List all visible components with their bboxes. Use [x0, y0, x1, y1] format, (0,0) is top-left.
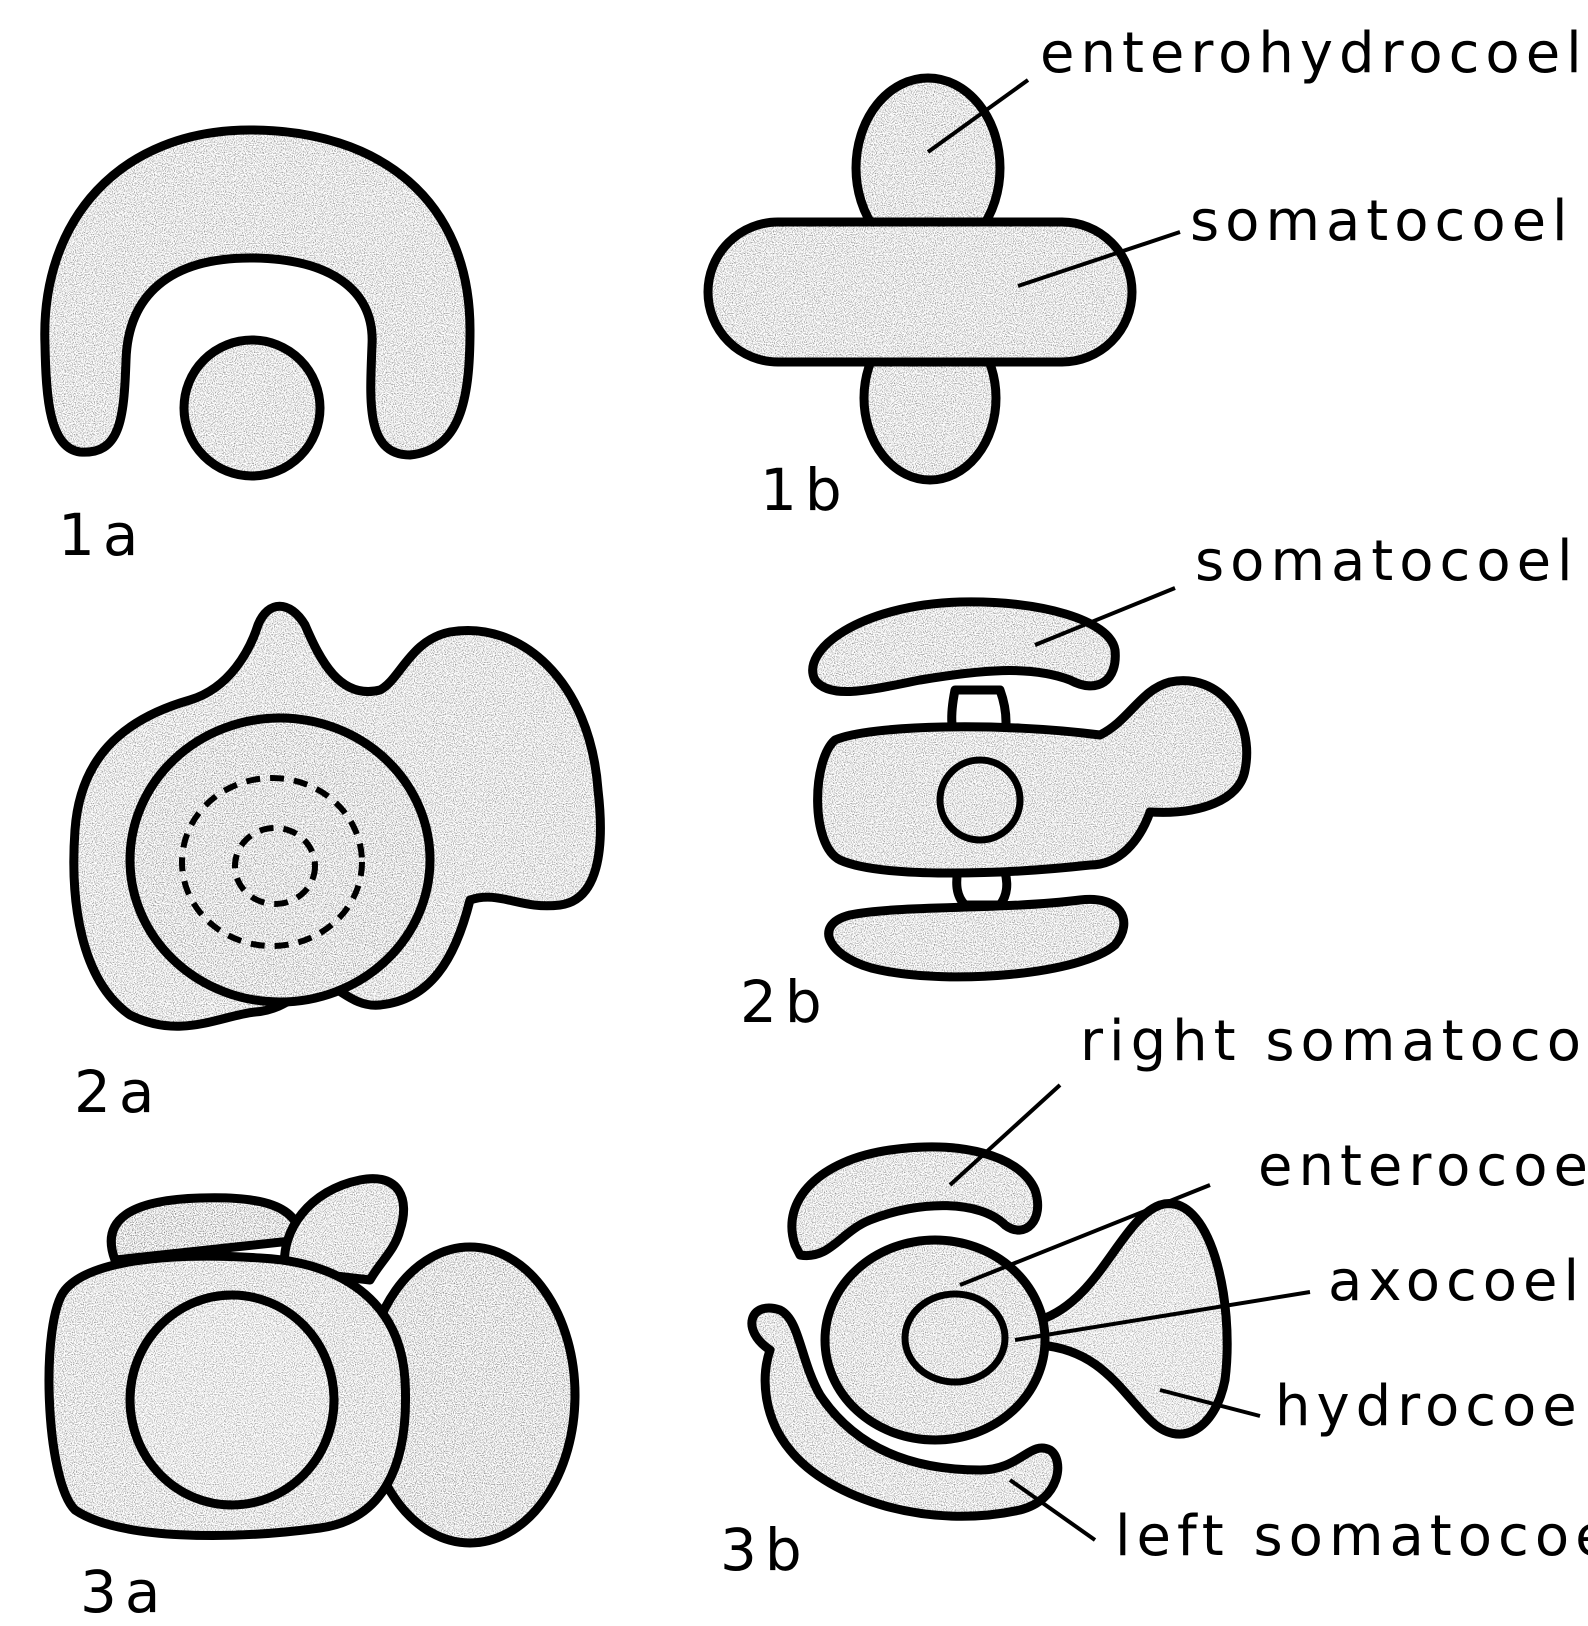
label-somatocoel-1b: somatocoel — [1190, 189, 1574, 254]
label-somatocoel-2b: somatocoel — [1195, 529, 1579, 594]
panel-3b-label: 3b — [720, 1516, 810, 1584]
panel-1b-somatocoel-stipple — [708, 222, 1132, 362]
panel-2a-inner-sphere-stipple — [130, 718, 430, 1002]
panel-1b: enterohydrocoel somatocoel 1b — [708, 21, 1588, 524]
label-left-somatocoel: left somatocoel — [1115, 1504, 1588, 1569]
panel-3a-inner-sphere-stipple — [130, 1295, 334, 1505]
label-enterohydrocoel: enterohydrocoel — [1040, 21, 1588, 86]
panel-3b: right somatocoel enterocoel axocoel hydr… — [720, 1009, 1588, 1584]
panel-3b-enterocoel-stipple — [825, 1240, 1045, 1440]
label-axocoel: axocoel — [1328, 1249, 1585, 1314]
panel-1a-sphere-stipple — [184, 340, 320, 476]
panel-2a: 2a — [74, 606, 601, 1126]
panel-2b-label: 2b — [740, 968, 830, 1036]
panel-3a: 3a — [49, 1179, 575, 1626]
panel-2b: somatocoel 2b — [740, 529, 1579, 1036]
label-hydrocoel: hydrocoel — [1275, 1374, 1588, 1439]
panel-1a-label: 1a — [58, 501, 146, 569]
panel-3a-label: 3a — [80, 1558, 168, 1626]
panel-1a: 1a — [45, 130, 470, 569]
label-right-somatocoel: right somatocoel — [1080, 1009, 1588, 1074]
panel-1b-label: 1b — [760, 456, 850, 524]
panel-2a-label: 2a — [74, 1058, 162, 1126]
label-enterocoel: enterocoel — [1258, 1134, 1588, 1199]
panel-2b-central-stipple — [818, 681, 1247, 873]
